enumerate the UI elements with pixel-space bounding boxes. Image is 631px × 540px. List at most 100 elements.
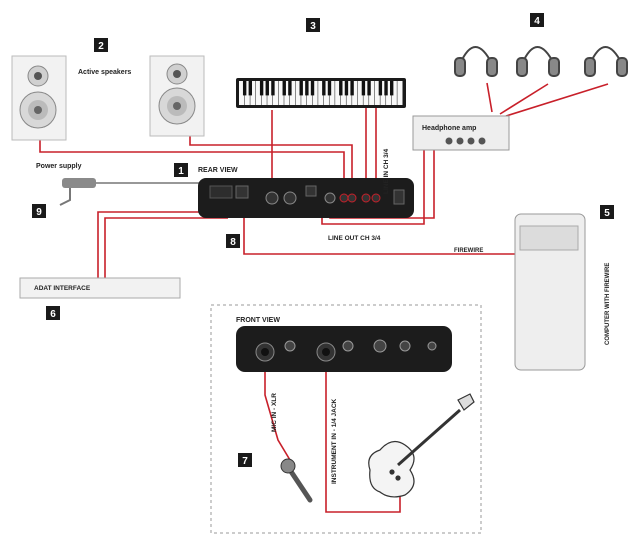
- speaker-left: [11, 55, 67, 141]
- headphones-1: [454, 46, 498, 77]
- front-view-label: FRONT VIEW: [236, 317, 280, 324]
- midi-keyboard: [236, 78, 406, 108]
- computer-label: COMPUTER WITH FIREWIRE: [605, 263, 611, 345]
- speaker-right: [149, 55, 205, 137]
- white-key: [335, 81, 341, 105]
- badge-5: 5: [600, 205, 614, 219]
- cable-headphone-3: [505, 83, 609, 117]
- black-key: [361, 81, 366, 96]
- white-keys: [239, 81, 403, 105]
- black-key: [339, 81, 343, 96]
- svg-text:4: 4: [534, 16, 540, 27]
- cable-adat-a: [97, 211, 218, 278]
- black-keys: [242, 81, 394, 96]
- badge-1: 1: [174, 163, 188, 177]
- svg-text:5: 5: [604, 208, 610, 219]
- front-view-box: [210, 304, 482, 534]
- white-key: [346, 81, 352, 105]
- white-key: [312, 81, 318, 105]
- white-key: [357, 81, 363, 105]
- cable-headphone-1: [486, 82, 493, 113]
- cable-speaker-left: [39, 137, 345, 200]
- headphones-2: [516, 46, 560, 77]
- computer-tower: [514, 213, 586, 371]
- black-key: [344, 81, 349, 96]
- white-key: [369, 81, 375, 105]
- adat-interface: [19, 277, 181, 299]
- black-key: [310, 81, 315, 96]
- svg-text:6: 6: [50, 309, 56, 320]
- svg-text:7: 7: [242, 456, 248, 467]
- white-key: [272, 81, 279, 105]
- white-key: [289, 81, 296, 105]
- line-out-label: LINE OUT CH 3/4: [328, 235, 381, 242]
- black-key: [305, 81, 309, 96]
- cable-speaker-right: [189, 130, 353, 200]
- white-key: [295, 81, 301, 105]
- black-key: [350, 81, 354, 96]
- white-key: [244, 81, 250, 105]
- cable-adat-b: [104, 217, 228, 278]
- white-key: [391, 81, 397, 105]
- white-key: [267, 81, 273, 105]
- black-key: [378, 81, 383, 96]
- mic-in-label: MIC IN - XLR: [271, 393, 278, 432]
- black-key: [299, 81, 303, 96]
- firewire-label: FIREWIRE: [454, 248, 483, 254]
- electric-guitar: [368, 393, 475, 498]
- svg-text:1: 1: [178, 166, 184, 177]
- black-key: [271, 81, 275, 96]
- white-key: [380, 81, 386, 105]
- badge-4: 4: [530, 13, 544, 27]
- rear-view-label: REAR VIEW: [198, 167, 238, 174]
- badge-6: 6: [46, 306, 60, 320]
- black-key: [367, 81, 371, 96]
- white-key: [329, 81, 335, 105]
- headphone-amp: [412, 115, 510, 151]
- interface-rear-view: [198, 178, 414, 218]
- white-key: [261, 81, 267, 105]
- interface-front-view: [236, 326, 452, 372]
- white-key: [318, 81, 324, 105]
- active-speakers-label: Active speakers: [78, 69, 131, 76]
- microphone: [280, 458, 313, 503]
- headphones-3: [584, 46, 628, 77]
- cable-firewire: [243, 218, 515, 255]
- white-key: [340, 81, 346, 105]
- white-key: [284, 81, 290, 105]
- white-key: [363, 81, 369, 105]
- power-supply-label: Power supply: [36, 163, 82, 170]
- badge-9: 9: [32, 204, 46, 218]
- white-key: [352, 81, 358, 105]
- badge-7: 7: [238, 453, 252, 467]
- white-key: [386, 81, 392, 105]
- cables: [39, 82, 609, 513]
- adat-interface-label: ADAT INTERFACE: [34, 285, 91, 292]
- white-key: [306, 81, 313, 105]
- white-key: [250, 81, 256, 105]
- power-supply: [59, 178, 96, 206]
- cable-headphone-2: [499, 83, 549, 115]
- svg-text:8: 8: [230, 237, 236, 248]
- white-key: [397, 81, 403, 105]
- white-key: [374, 81, 380, 105]
- black-key: [322, 81, 326, 96]
- black-key: [248, 81, 253, 96]
- badges: 1 2 3 4 5 6 7 8 9: [32, 13, 614, 467]
- black-key: [389, 81, 394, 96]
- line-in-label: LINE IN CH 3/4: [383, 148, 390, 194]
- badge-8: 8: [226, 234, 240, 248]
- badge-3: 3: [306, 18, 320, 32]
- svg-text:2: 2: [98, 41, 104, 52]
- cable-mic: [264, 352, 291, 461]
- white-key: [239, 81, 245, 105]
- black-key: [259, 81, 264, 96]
- badge-2: 2: [94, 38, 108, 52]
- white-key: [278, 81, 284, 105]
- white-key: [301, 81, 307, 105]
- instrument-in-label: INSTRUMENT IN - 1/4 JACK: [331, 398, 338, 484]
- black-key: [265, 81, 269, 96]
- svg-text:3: 3: [310, 21, 316, 32]
- white-key: [255, 81, 262, 105]
